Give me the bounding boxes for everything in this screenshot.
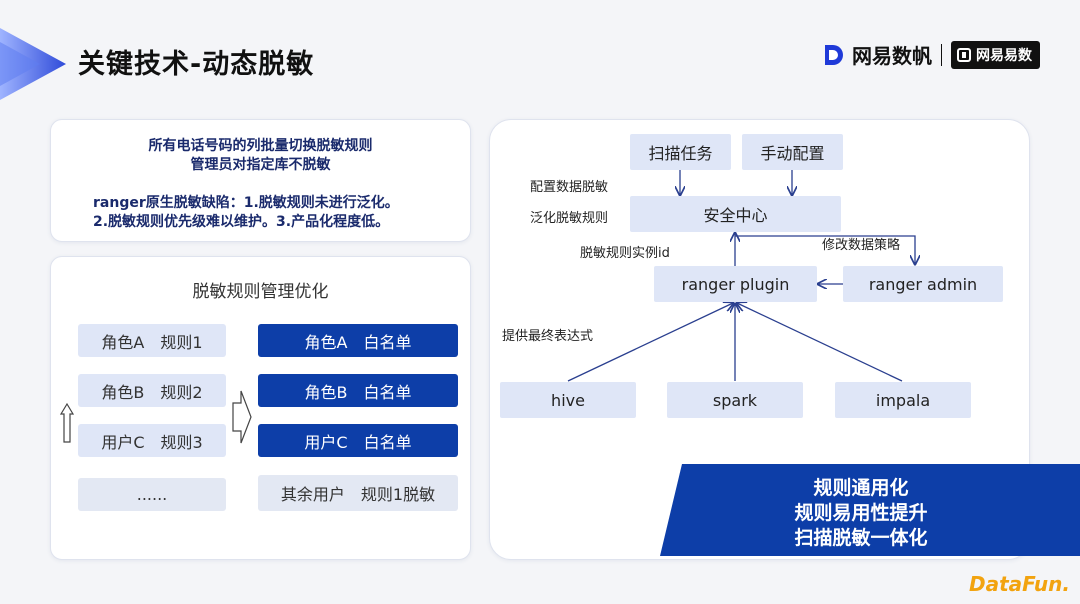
summary-box: 规则通用化 规则易用性提升 扫描脱敏一体化 [660,464,1062,556]
node-ranger-plugin: ranger plugin [654,266,817,302]
left-rule-item-3: 用户C 规则3 [78,424,226,457]
label-config-data: 配置数据脱敏 [530,180,609,195]
label-rule-instance: 脱敏规则实例id [580,246,670,261]
node-security-center: 安全中心 [630,196,841,232]
label-final-expr: 提供最终表达式 [502,329,594,344]
summary-box-background [660,464,1080,556]
node-ranger-admin: ranger admin [843,266,1003,302]
node-scan-task: 扫描任务 [630,134,731,170]
brand-sub-icon [957,47,971,62]
right-rule-item-1: 角色A 白名单 [258,324,458,357]
brand-sub-logo: 网易易数 [951,40,1040,69]
right-rule-item-3: 用户C 白名单 [258,424,458,457]
node-manual-config: 手动配置 [742,134,843,170]
info-line-1: 所有电话号码的列批量切换脱敏规则 [148,138,373,154]
rules-panel: 脱敏规则管理优化 角色A 规则1 角色B 规则2 用户C 规则3 ...... … [50,256,471,560]
priority-up-arrow-icon [59,402,75,443]
label-generalize-rule: 泛化脱敏规则 [530,211,609,226]
brand-d-icon [825,44,843,65]
brand-sub-name: 网易易数 [976,47,1032,64]
info-line-3: ranger原生脱敏缺陷：1.脱敏规则未进行泛化。 [93,195,399,211]
arrow-center-to-admin [735,235,915,264]
header-triangle-decoration [0,28,66,100]
brand-name: 网易数帆 [852,44,932,68]
arrow-hive-to-plugin [567,303,733,382]
transform-right-arrow-icon [232,390,252,444]
summary-line-1: 规则通用化 [813,477,909,499]
info-line-4: 2.脱敏规则优先级难以维护。3.产品化程度低。 [93,214,390,230]
brand-logo: 网易数帆 网易易数 [822,40,1040,69]
brand-separator [941,43,942,66]
summary-line-2: 规则易用性提升 [794,502,928,524]
rules-panel-title: 脱敏规则管理优化 [192,282,329,302]
node-hive: hive [500,382,636,418]
info-line-2: 管理员对指定库不脱敏 [190,157,331,173]
label-modify-policy: 修改数据策略 [822,238,901,253]
summary-line-3: 扫描脱敏一体化 [794,527,928,549]
left-rule-item-1: 角色A 规则1 [78,324,226,357]
datafun-logo: DataFun. [969,572,1070,596]
left-rule-item-2: 角色B 规则2 [78,374,226,407]
page-title: 关键技术-动态脱敏 [78,49,315,80]
info-box: 所有电话号码的列批量切换脱敏规则 管理员对指定库不脱敏 ranger原生脱敏缺陷… [50,119,471,242]
arrow-impala-to-plugin [737,303,903,382]
node-impala: impala [835,382,971,418]
node-spark: spark [667,382,803,418]
right-rule-item-2: 角色B 白名单 [258,374,458,407]
right-rule-item-4: 其余用户 规则1脱敏 [258,475,458,511]
left-rule-item-4: ...... [78,478,226,511]
